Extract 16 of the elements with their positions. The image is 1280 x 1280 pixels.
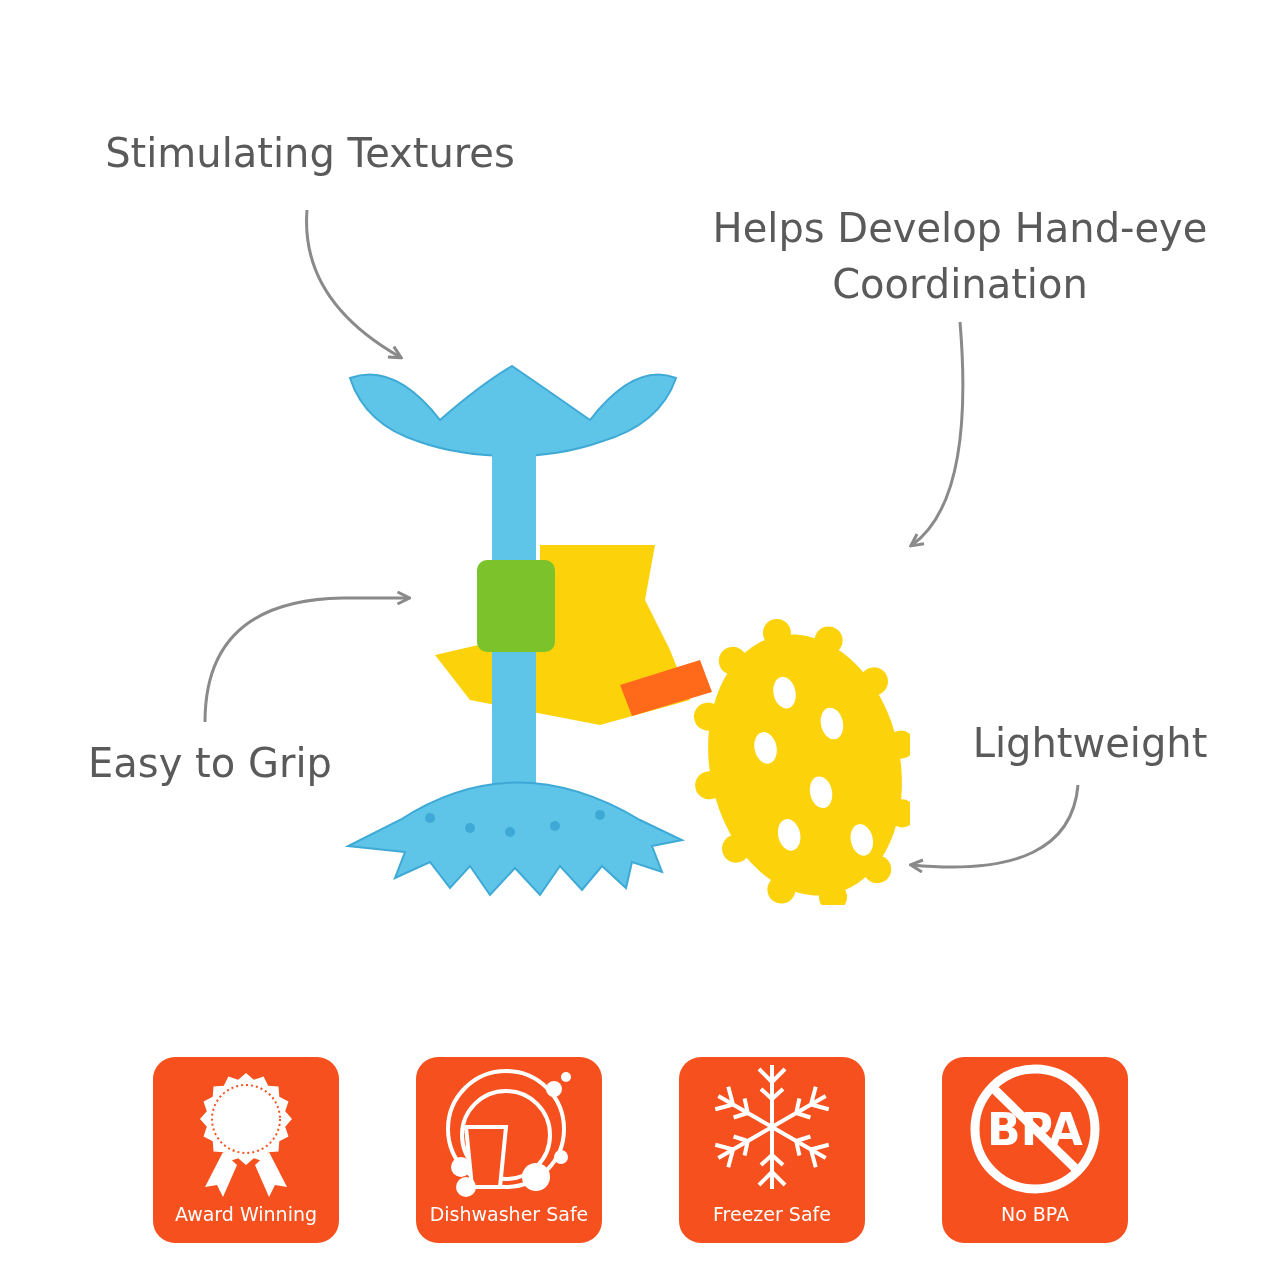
badge-label: No BPA <box>999 1203 1071 1225</box>
callout-text: Lightweight <box>940 715 1240 771</box>
feature-badge <box>942 1057 1128 1243</box>
leader-arrow <box>305 209 403 360</box>
feature-badge <box>679 1057 865 1243</box>
feature-badge <box>153 1057 339 1243</box>
badge-label: Dishwasher Safe <box>428 1203 590 1225</box>
leader-arrow <box>909 321 965 548</box>
callout-text: Stimulating Textures <box>60 125 560 181</box>
leader-arrow <box>203 590 411 723</box>
badge-label: Freezer Safe <box>712 1203 832 1225</box>
callout-text: Helps Develop Hand-eye Coordination <box>680 200 1240 312</box>
badge-label: Award Winning <box>173 1203 319 1225</box>
callout-text: Easy to Grip <box>50 735 370 791</box>
feature-badge <box>416 1057 602 1243</box>
leader-arrow <box>909 784 1080 874</box>
